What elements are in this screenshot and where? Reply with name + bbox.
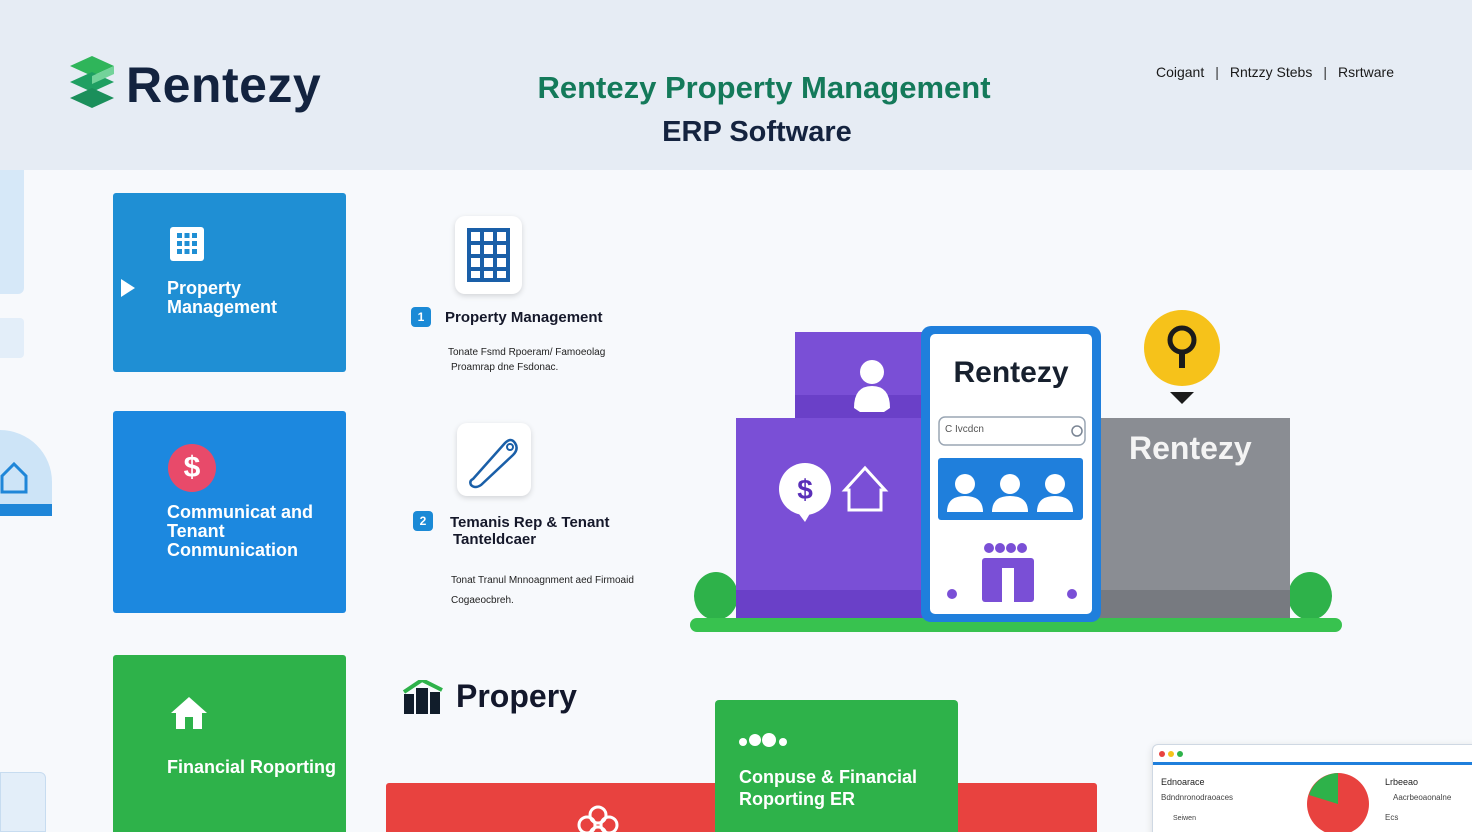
app-header: Rentezy Rentezy Property Management ERP … — [0, 0, 1472, 170]
feature-icon-box — [457, 423, 531, 496]
building-icon — [467, 228, 510, 282]
feature-desc: Tonate Fsmd Rpoeram/ Famoeolag Proamrap … — [448, 345, 678, 375]
brand-name: Rentezy — [126, 57, 322, 113]
gray-panel-label: Rentezy — [1129, 430, 1252, 466]
nav-divider: | — [1215, 64, 1219, 80]
feature-desc-line: Proamrap dne Fsdonac. — [451, 362, 559, 373]
module-card-financial[interactable]: Financial Roporting — [113, 655, 346, 832]
building-grid-icon — [169, 226, 205, 262]
feature-title[interactable]: Temanis Rep & Tenant Tanteldcaer — [450, 514, 609, 548]
propery-label: Propery — [456, 678, 577, 714]
page-title: Rentezy Property Management — [537, 70, 991, 105]
feature-desc-line: Cogaeocbreh. — [451, 595, 514, 606]
mini-right-sub: Aacrbeoaonalne — [1393, 793, 1452, 802]
maximize-dot-icon[interactable] — [1177, 751, 1183, 757]
mini-right-item: Ecs — [1385, 813, 1399, 822]
page-subtitle: ERP Software — [662, 116, 852, 148]
module-card-property[interactable]: Property Management — [113, 193, 346, 372]
card-label: Property Management — [167, 278, 278, 317]
card-label: Communicat and Tenant Conmunication — [167, 502, 314, 560]
mini-dashboard-window[interactable]: Ednoarace Bdndnronodraoaces Seiwen Lrbee… — [1152, 744, 1472, 832]
feature-number-badge: 2 — [413, 511, 433, 531]
feature-title-line: Temanis Rep & Tenant — [450, 514, 610, 531]
edge-panel-top — [0, 170, 24, 294]
nav-link-2[interactable]: Rntzzy Stebs — [1229, 64, 1313, 80]
green-card-label: Conpuse & Financial Roporting ER — [739, 767, 918, 809]
module-card-communication[interactable]: $ Communicat and Tenant Conmunication — [113, 411, 346, 613]
phone-app-title: Rentezy — [953, 356, 1069, 389]
mini-left-item: Seiwen — [1173, 815, 1196, 822]
edge-dome-icon — [0, 430, 52, 518]
close-dot-icon[interactable] — [1159, 751, 1165, 757]
svg-text:$: $ — [797, 474, 813, 505]
feature-number-badge: 1 — [411, 307, 431, 327]
minimize-dot-icon[interactable] — [1168, 751, 1174, 757]
mini-right-label: Lrbeeao — [1385, 777, 1419, 787]
phone-search-input[interactable]: C Ivcdcn — [945, 424, 984, 435]
illustration-graphic: $ — [690, 310, 1342, 632]
dots-icon — [739, 733, 787, 747]
buildings-icon — [402, 679, 443, 714]
feature-desc-line: Tonat Tranul Mnnoagnment aed Firmoaid — [451, 575, 634, 586]
window-titlebar — [1153, 745, 1472, 765]
propery-heading: Propery — [402, 678, 577, 715]
tag-icon — [469, 438, 518, 489]
dollar-icon: $ — [168, 444, 216, 492]
card-label: Financial Roporting — [167, 757, 336, 777]
green-feature-card[interactable]: Conpuse & Financial Roporting ER — [715, 700, 958, 832]
mini-left-sub: Bdndnronodraoaces — [1161, 793, 1234, 802]
feature-desc: Tonat Tranul Mnnoagnment aed Firmoaid Co… — [451, 573, 681, 608]
feature-desc-line: Tonate Fsmd Rpoeram/ Famoeolag — [448, 347, 606, 358]
top-nav: Coigant | Rntzzy Stebs | Rsrtware — [1156, 64, 1394, 80]
house-icon — [169, 693, 209, 733]
play-arrow-icon[interactable] — [121, 279, 135, 297]
logo-mark-icon — [66, 52, 118, 118]
nav-divider: | — [1323, 64, 1327, 80]
feature-icon-box — [455, 216, 522, 294]
feature-title[interactable]: Property Management — [445, 309, 603, 326]
edge-panel-bottom — [0, 772, 46, 832]
flower-icon — [577, 805, 619, 832]
mini-left-label: Ednoarace — [1161, 777, 1205, 787]
hero-illustration: $ Rentezy C Ivcdcn Rentezy — [688, 300, 1348, 640]
nav-link-1[interactable]: Coigant — [1155, 64, 1205, 80]
edge-panel-small — [0, 318, 24, 358]
nav-link-3[interactable]: Rsrtware — [1337, 64, 1394, 80]
feature-title-line: Tanteldcaer — [453, 531, 537, 548]
brand-logo[interactable]: Rentezy — [66, 52, 321, 118]
pie-chart-icon — [1307, 773, 1369, 832]
